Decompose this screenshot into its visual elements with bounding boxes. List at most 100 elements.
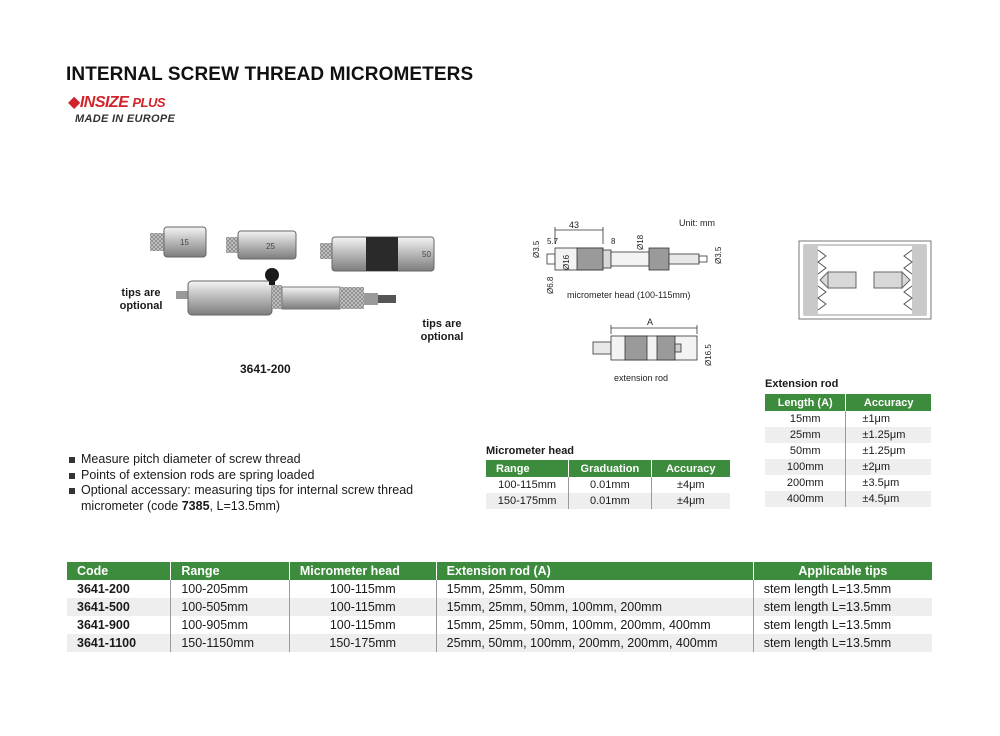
cell-code: 3641-900 [67, 616, 172, 634]
rod-25-label: 25 [266, 242, 275, 251]
tip-code: 7385 [181, 498, 210, 513]
table-row: 3641-900 100-905mm 100-115mm 15mm, 25mm,… [67, 616, 932, 634]
cell: 25mm, 50mm, 100mm, 200mm, 200mm, 400mm [436, 634, 754, 652]
table-row: 400mm±4.5μm [765, 491, 931, 507]
rod-drawing: A Ø16.5 [592, 317, 713, 366]
extension-rod-caption: Extension rod [765, 378, 839, 390]
dim-16-5: Ø16.5 [704, 344, 713, 366]
cell: 150-175mm [486, 493, 570, 509]
page-title: INTERNAL SCREW THREAD MICROMETERS [66, 64, 474, 85]
cell: ±3.5μm [862, 477, 900, 489]
cell: 150-175mm [289, 634, 437, 652]
col-length: Length (A) [765, 394, 847, 411]
extension-rod-15: 15 [150, 226, 207, 258]
cell: ±4μm [651, 493, 730, 509]
col-extension-rod: Extension rod (A) [436, 562, 754, 580]
table-row: 3641-1100 150-1150mm 150-175mm 25mm, 50m… [67, 634, 932, 652]
table-row: 100-115mm 0.01mm ±4μm [486, 477, 730, 493]
cell-code: 3641-1100 [67, 634, 172, 652]
brand-name: INSIZE [79, 94, 129, 111]
head-caption: micrometer head (100-115mm) [567, 290, 691, 300]
table-row: 150-175mm 0.01mm ±4μm [486, 493, 730, 509]
feature-list: Measure pitch diameter of screw thread P… [68, 452, 428, 514]
cell: ±1.25μm [862, 445, 906, 457]
col-range: Range [170, 562, 290, 580]
col-range: Range [486, 460, 570, 477]
feature-item: Points of extension rods are spring load… [68, 468, 428, 484]
table-row: 3641-500 100-505mm 100-115mm 15mm, 25mm,… [67, 598, 932, 616]
cell: 100-115mm [289, 580, 437, 598]
tips-optional-left: tips are optional [119, 287, 163, 312]
col-accuracy: Accuracy [651, 460, 730, 477]
col-graduation: Graduation [568, 460, 652, 477]
brand-arrow-icon: ◆ [68, 94, 80, 111]
rod-caption: extension rod [614, 373, 669, 383]
cell: stem length L=13.5mm [753, 598, 932, 616]
cell: 15mm, 25mm, 50mm, 100mm, 200mm, 400mm [436, 616, 754, 634]
unit-label: Unit: mm [679, 218, 715, 228]
cell: 400mm [765, 491, 847, 507]
tips-optional-right: tips are optional [420, 318, 464, 343]
cell: 15mm, 25mm, 50mm, 100mm, 200mm [436, 598, 754, 616]
cell: stem length L=13.5mm [763, 618, 892, 632]
feature-text: Optional accessary: measuring tips for i… [81, 483, 414, 513]
cell-code: 3641-200 [67, 580, 172, 598]
table-row: 200mm ±3.5μm [765, 475, 931, 491]
cell: stem length L=13.5mm [763, 582, 892, 596]
dim-5-7: 5.7 [547, 237, 559, 246]
cell: 50mm [765, 443, 847, 459]
col-accuracy: Accuracy [845, 394, 931, 411]
made-in-label: MADE IN EUROPE [75, 113, 176, 125]
cell: 15mm [765, 411, 847, 427]
cell: 0.01mm [568, 493, 652, 509]
table-row: 3641-200 100-205mm 100-115mm 15mm, 25mm,… [67, 580, 932, 598]
cell: ±1μm [862, 413, 891, 425]
cell: 150-1150mm [170, 634, 290, 652]
model-label: 3641-200 [240, 362, 291, 376]
dim-6-8: Ø6.8 [546, 276, 555, 294]
cell: 100-905mm [170, 616, 290, 634]
table-row: 15mm ±1μm [765, 411, 931, 427]
table-row: 100mm±2μm [765, 459, 931, 475]
rod-50-label: 50 [422, 250, 431, 259]
feature-item: Optional accessary: measuring tips for i… [68, 483, 428, 514]
cell: 100-115mm [289, 598, 437, 616]
cell: 100-505mm [170, 598, 290, 616]
product-photo: 15 25 50 [150, 226, 435, 316]
cell: 100-205mm [170, 580, 290, 598]
micrometer-head-caption: Micrometer head [486, 445, 575, 457]
extension-rod-25: 25 [226, 230, 297, 260]
cell: 100-115mm [486, 477, 570, 493]
product-table: Code Range Micrometer head Extension rod… [67, 562, 932, 652]
micrometer-head-photo [176, 268, 396, 316]
cell: 0.01mm [568, 477, 652, 493]
dim-43: 43 [569, 220, 579, 230]
cell: ±4.5μm [845, 491, 931, 507]
dim-3-5-left: Ø3.5 [532, 240, 541, 258]
dim-a: A [647, 317, 653, 327]
brand-suffix: PLUS [132, 95, 166, 110]
cell: 15mm, 25mm, 50mm [436, 580, 754, 598]
dim-8: 8 [611, 237, 616, 246]
feature-text-end: , L=13.5mm) [209, 498, 281, 513]
table-row: 25mm±1.25μm [765, 427, 931, 443]
cell: ±2μm [845, 459, 931, 475]
cell: 200mm [765, 475, 847, 491]
cell: 25mm [765, 427, 847, 443]
dim-3-5-right: Ø3.5 [714, 246, 723, 264]
cell: stem length L=13.5mm [753, 634, 932, 652]
micrometer-head-table: Range Graduation Accuracy 100-115mm 0.01… [486, 460, 730, 509]
head-drawing: 43 5.7 8 Unit: mm Ø3.5 Ø6.8 Ø16 Ø18 Ø3.5 [532, 218, 723, 294]
extension-rod-50: 50 [320, 236, 435, 272]
table-row: 50mm ±1.25μm [765, 443, 931, 459]
cell: 100-115mm [289, 616, 437, 634]
col-micrometer-head: Micrometer head [289, 562, 437, 580]
cell-code: 3641-500 [67, 598, 172, 616]
thread-application-drawing [798, 240, 932, 320]
cell: ±4μm [676, 479, 705, 491]
dim-16: Ø16 [562, 254, 571, 270]
rod-15-label: 15 [180, 238, 189, 247]
cell: ±1.25μm [845, 427, 931, 443]
feature-item: Measure pitch diameter of screw thread [68, 452, 428, 468]
